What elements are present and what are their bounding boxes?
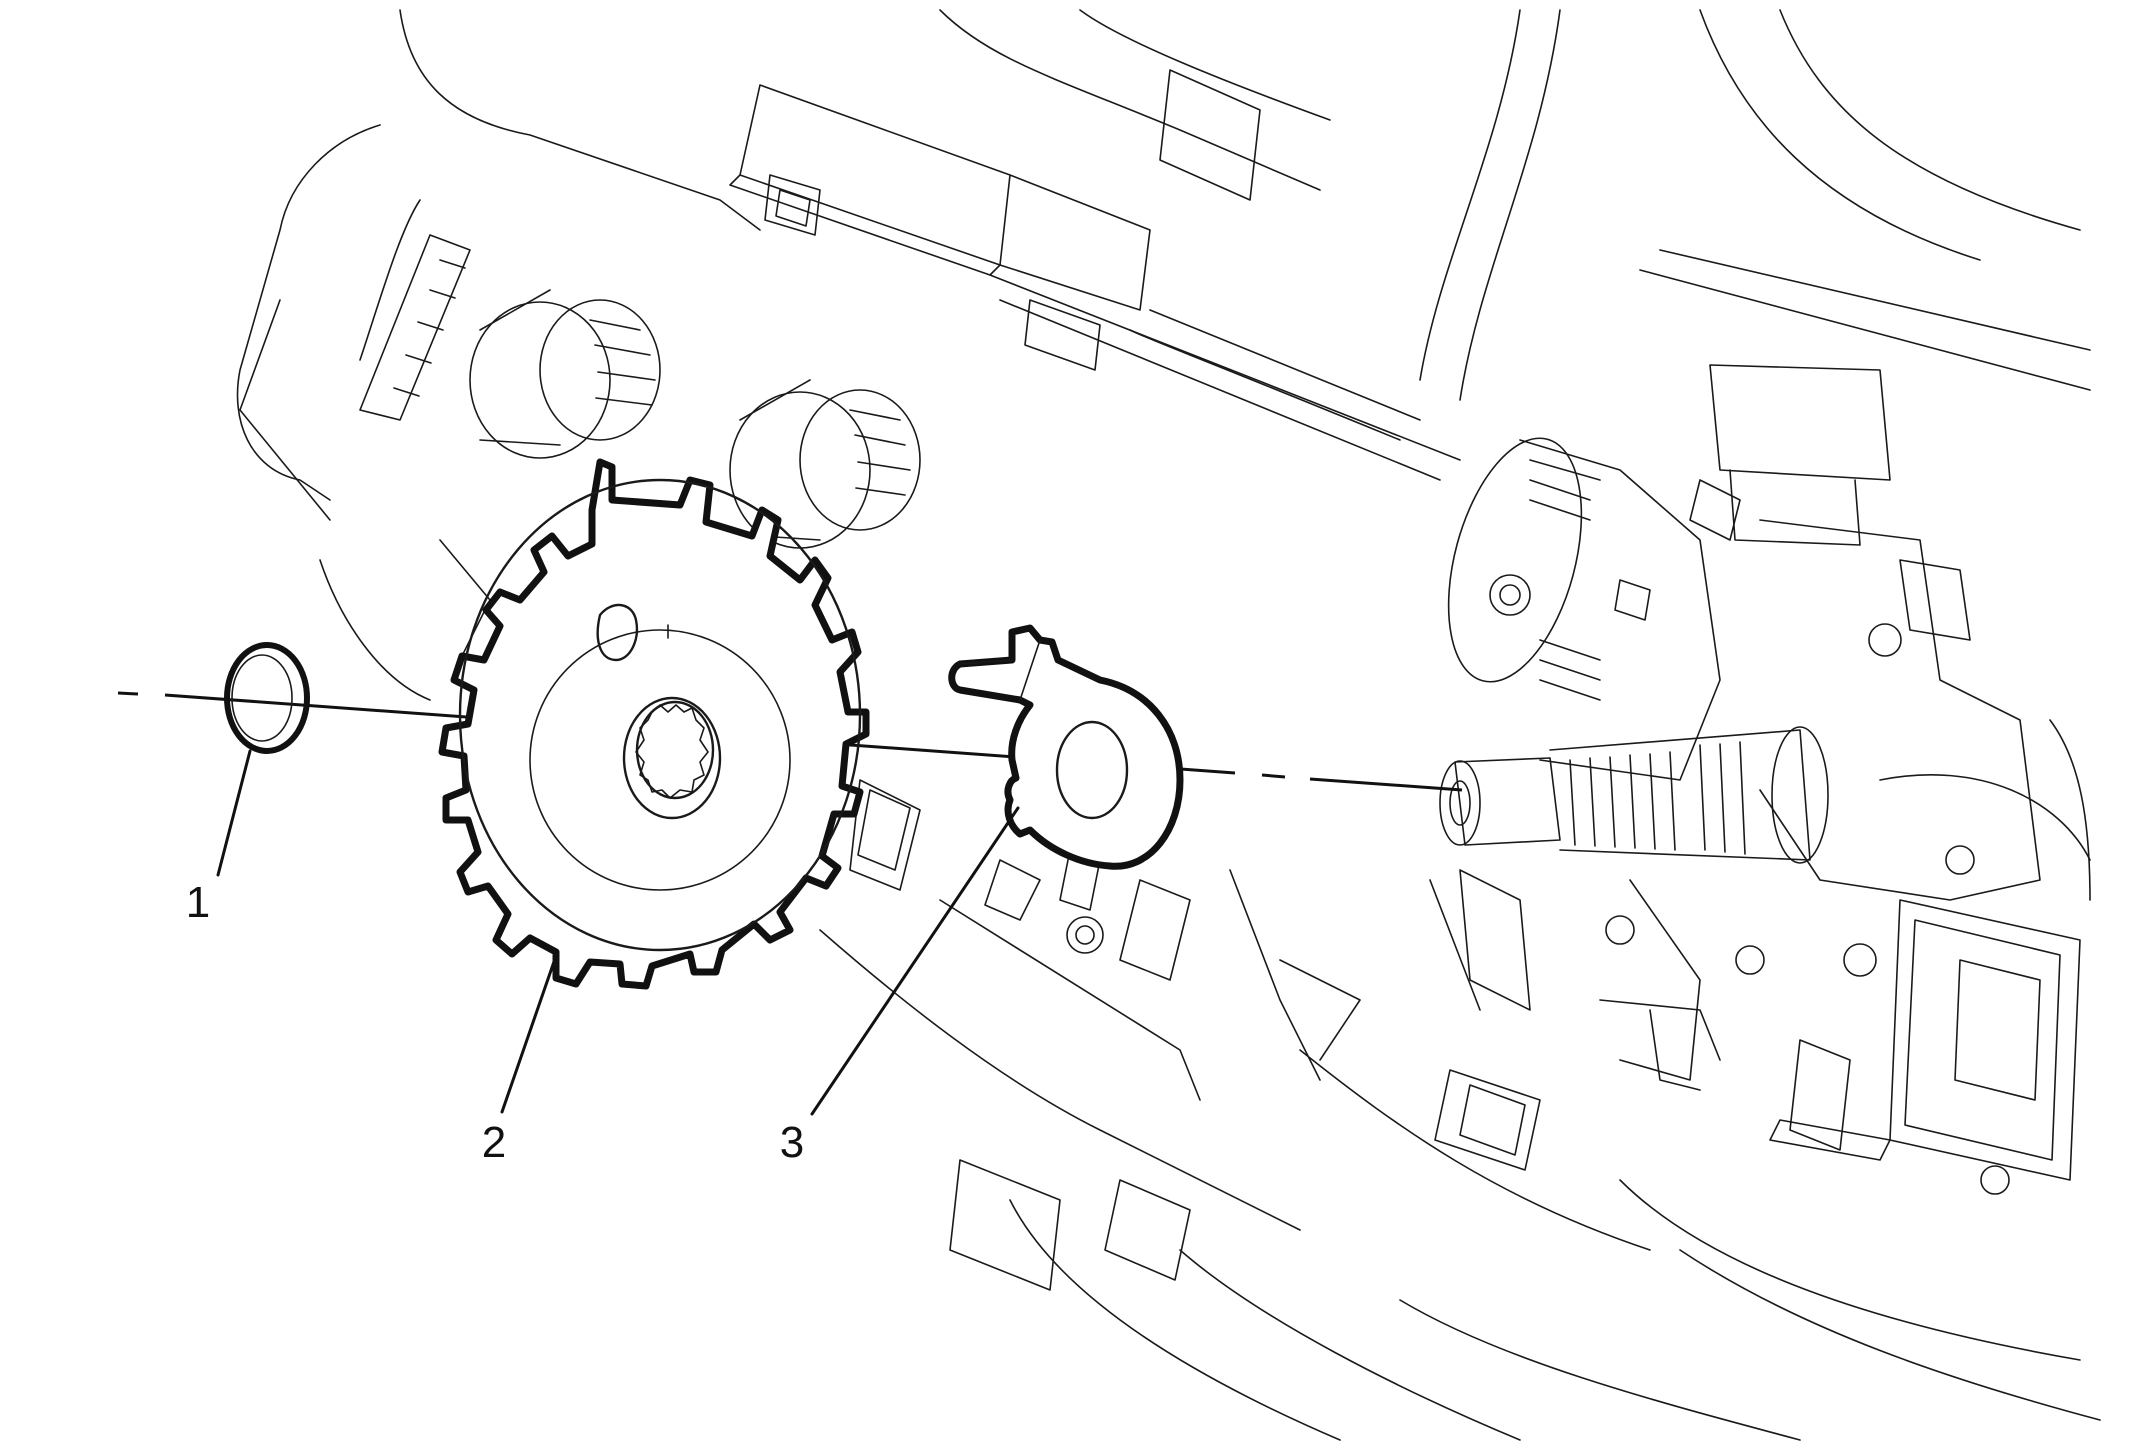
- leader-line-3: [810, 806, 1020, 1116]
- callout-number-1: 1: [186, 878, 210, 927]
- leader-line-2: [500, 951, 559, 1114]
- steering-column: [1429, 364, 2091, 1195]
- switch-panel: [729, 69, 1461, 481]
- clip-part-3: [948, 624, 1184, 870]
- lower-trim-panel: [319, 539, 2101, 1441]
- callout-leaders: [216, 749, 1020, 1116]
- hvac-knob-upper: [469, 289, 661, 459]
- sensor-ring-part-2: [438, 458, 870, 990]
- callout-number-2: 2: [482, 1118, 506, 1167]
- callout-number-3: 3: [780, 1118, 804, 1167]
- instrument-panel-background: [236, 9, 2101, 1441]
- snap-ring-part-1: [224, 642, 310, 754]
- leader-line-1: [216, 749, 252, 877]
